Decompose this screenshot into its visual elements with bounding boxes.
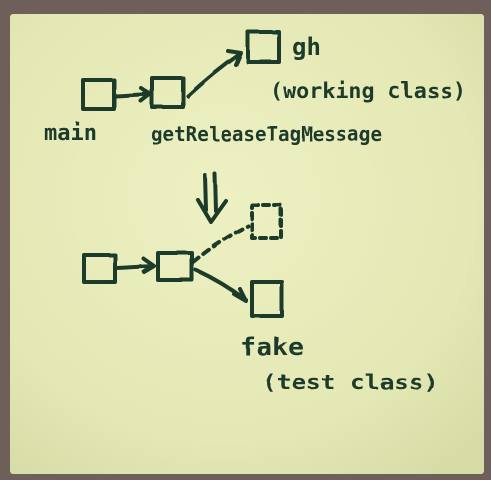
fake-node-box [250,280,284,318]
sticky-note [10,14,484,474]
fake-note-label: (test class) [262,370,438,394]
after-caller-to-gettag-arrow [115,257,156,274]
main-node-box [81,78,116,111]
gh-label: gh [292,33,321,61]
gh-note-label: (working class) [270,79,466,103]
get-release-tag-message-label: getReleaseTagMessage [151,122,382,146]
gettag-to-gh-arrow [186,49,243,98]
fake-label: fake [240,333,304,361]
main-label: main [44,121,97,146]
gettag-node-box [150,76,185,109]
after-gh-dashed-node-box [250,203,283,240]
after-gettag-to-gh-dashed-edge [191,224,250,264]
after-gettag-to-fake-arrow [194,268,248,303]
after-caller-node-box [82,253,117,284]
transition-arrow [196,172,228,224]
gh-node-box [246,30,281,64]
after-gettag-node-box [156,251,194,282]
